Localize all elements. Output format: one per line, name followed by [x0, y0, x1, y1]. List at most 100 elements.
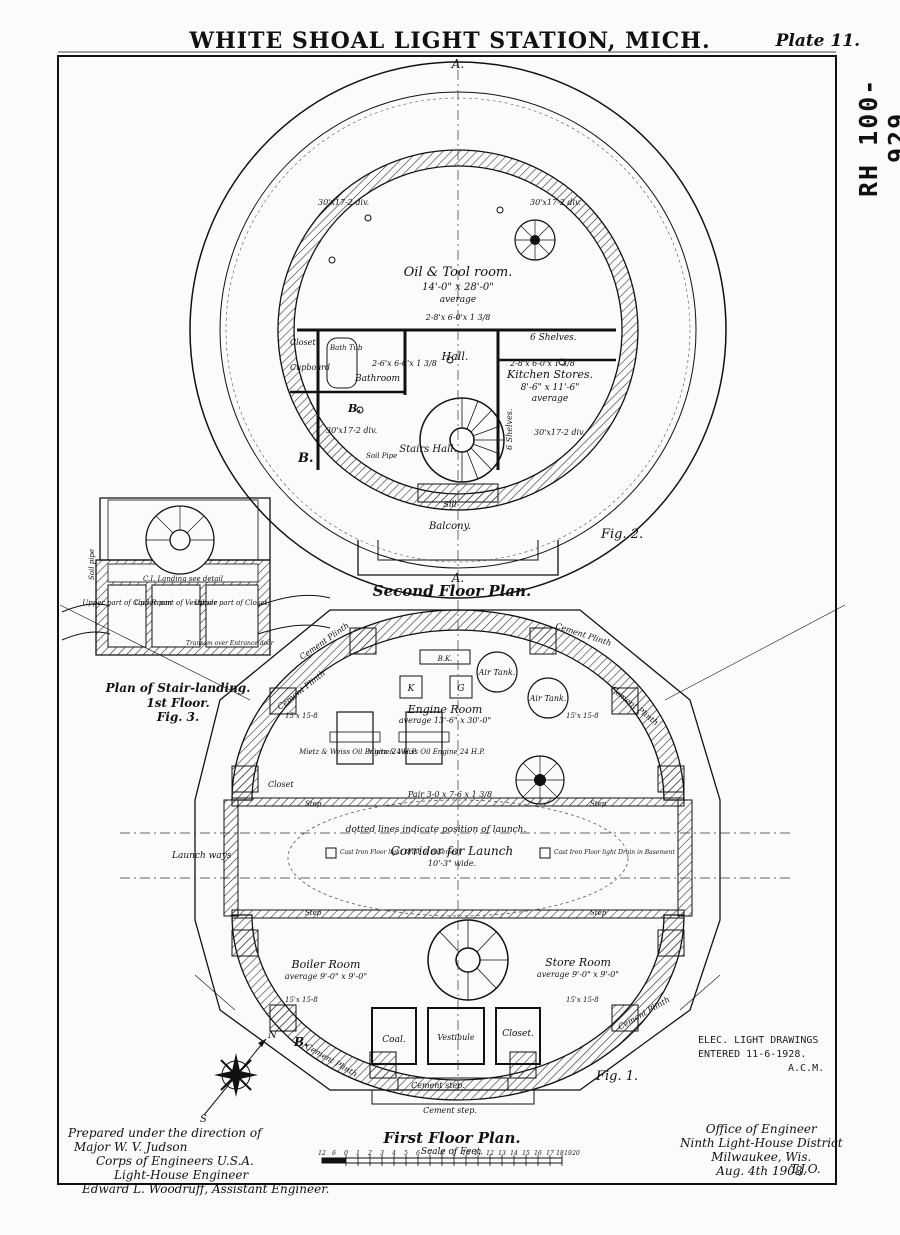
drawing-title: WHITE SHOAL LIGHT STATION, MICH. [189, 28, 711, 54]
cupboard-label: Cupboard [290, 363, 330, 372]
scale-tick: 6 [416, 1150, 420, 1157]
engine-b [405, 711, 443, 765]
window-size-ff-4: 15'x 15-8 [566, 996, 599, 1004]
scale-tick: 20 [571, 1150, 580, 1157]
vestibule-label: Vestibule [437, 1033, 474, 1042]
store-room-size: average 9'-0" x 9'-0" [537, 970, 619, 979]
elec-note-line: A.C.M. [788, 1063, 825, 1074]
air-tank-1 [476, 651, 518, 693]
coal-label: Coal. [382, 1035, 406, 1045]
engine-b-label: Mietz & Weiss Oil Engine 24 H.P. [366, 748, 485, 756]
landing-label: C.I. Landing see detail [143, 575, 223, 583]
bk-label: B.K. [437, 655, 453, 663]
engine-room-label: Engine Room [407, 703, 483, 716]
credits-right: Office of Engineer Ninth Light-House Dis… [680, 1122, 843, 1178]
fig-1-label: Fig. 1. [595, 1069, 638, 1084]
fig-3-label: Fig. 3. [156, 710, 199, 724]
compass-s: S [200, 1114, 207, 1125]
closet-label: Closet [290, 338, 316, 347]
oil-room-label: Oil & Tool room. [404, 265, 513, 280]
air-tank-2 [527, 677, 569, 719]
compass-n: N [267, 1030, 278, 1041]
scale-tick: 12 [318, 1150, 326, 1157]
credits-left: Prepared under the direction of Major W.… [68, 1126, 329, 1196]
scale-tick: 18 [556, 1150, 564, 1157]
sill-label: Sill [443, 500, 457, 509]
transom-label: Transom over Entrance door [186, 640, 275, 647]
soil-pipe-landing-label: Soil pipe [88, 549, 96, 580]
second-floor-plan [189, 61, 727, 599]
floor-light-1 [325, 847, 337, 859]
oil-room-average: average [440, 295, 477, 305]
credits-left-line: Prepared under the direction of [68, 1126, 262, 1140]
bath-tub-label: Bath Tub [329, 344, 363, 352]
soil-pipe-label: Soil Pipe [366, 452, 397, 460]
boiler-room-label: Boiler Room [291, 958, 361, 971]
floor-light-2 [539, 847, 551, 859]
section-mark-b-lower: B. [293, 1035, 308, 1049]
coal-room-upper-label: Upper part of Coal Room [82, 599, 172, 607]
cement-step-2-label: Cement step. [423, 1106, 477, 1115]
stair-landing-subheading: 1st Floor. [146, 696, 209, 710]
credits-left-line: Light-House Engineer [114, 1168, 249, 1182]
door-size-3: 2-8'x 6-0'x 1 3/8 [509, 359, 575, 368]
window-size-1: 30'x17-2 div. [318, 198, 369, 207]
window-size-4: 30'x17-2 div. [534, 428, 585, 437]
step-label-1: Step [305, 800, 322, 808]
fig-2-label: Fig. 2. [600, 527, 643, 542]
scale-tick: 6 [332, 1150, 336, 1157]
bathroom-label: Bathroom [354, 374, 400, 384]
scale-tick-labels: 12 6 0 1 2 3 4 5 6 7 8 9 10 11 12 13 14 … [318, 1150, 580, 1157]
scale-tick: 14 [510, 1150, 518, 1157]
scale-tick: 3 [380, 1150, 384, 1157]
light-fixtures [328, 206, 566, 414]
scale-label: Scale of Feet. [421, 1147, 483, 1157]
bk-box [419, 649, 471, 665]
cast-iron-1-label: Cast Iron Floor light Drain in Basement [340, 849, 461, 856]
engine-room-size: average 13'-6" x 30'-0" [399, 716, 491, 725]
boiler-room-size: average 9'-0" x 9'-0" [285, 972, 367, 981]
cement-step-1-label: Cement step. [411, 1081, 465, 1090]
stair-landing-plan [61, 497, 331, 656]
scale-tick: 17 [546, 1150, 554, 1157]
window-size-2: 30'x17-2 div. [530, 198, 581, 207]
store-room-label: Store Room [545, 956, 611, 969]
scale-tick: 7 [428, 1150, 432, 1157]
air-tank-2-label: Air Tank. [529, 694, 567, 703]
scale-tick: 10 [462, 1150, 470, 1157]
cast-iron-2-label: Cast Iron Floor light Drain in Basement [554, 849, 675, 856]
elec-note-line: ELEC. LIGHT DRAWINGS [698, 1035, 819, 1046]
closet-upper-label: Closet [268, 780, 294, 789]
vestibule-upper-label: Upper part of Vestibule [134, 599, 217, 607]
g-label: G [457, 684, 464, 694]
cement-step-outer [371, 1089, 535, 1105]
section-mark-a-lower: A. [451, 571, 464, 585]
launch-ways-label: Launch ways [171, 851, 232, 861]
step-label-3: Step [305, 909, 322, 917]
draftsman-initials: T.J.O. [790, 1162, 821, 1176]
door-size-1: 2-8'x 6-0'x 1 3/8 [425, 313, 491, 322]
six-shelves-label: 6 Shelves. [530, 333, 577, 343]
closet-upper-label: Upper part of Closet. [194, 599, 269, 607]
scale-tick: 1 [356, 1150, 360, 1157]
bath-tub [326, 337, 358, 389]
stair-landing-labels: C.I. Landing see detail Upper part of Co… [82, 549, 274, 724]
g-box [449, 675, 473, 699]
cement-plinth-outline [194, 609, 721, 1091]
hall-label: Hall. [441, 350, 469, 363]
kitchen-stores-label: Kitchen Stores. [506, 368, 593, 381]
scale-tick: 9 [452, 1150, 456, 1157]
step-label-2: Step [590, 800, 607, 808]
scale-tick: 0 [344, 1150, 348, 1157]
launch-outline [287, 799, 629, 917]
credits-right-line: Office of Engineer [705, 1122, 817, 1136]
dotted-lines-note: dotted lines indicate position of launch… [346, 825, 527, 835]
first-floor-heading: First Floor Plan. [382, 1129, 520, 1147]
second-floor-labels: A. Oil & Tool room. 14'-0" x 28'-0" aver… [290, 57, 643, 600]
scale-tick: 11 [474, 1150, 482, 1157]
credits-left-line: Corps of Engineers U.S.A. [96, 1154, 254, 1168]
credits-left-line: Major W. V. Judson [74, 1140, 188, 1154]
plate-number: Plate 11. [775, 31, 860, 51]
section-mark-b-inner: B. [347, 402, 361, 415]
engine-a [336, 711, 374, 765]
